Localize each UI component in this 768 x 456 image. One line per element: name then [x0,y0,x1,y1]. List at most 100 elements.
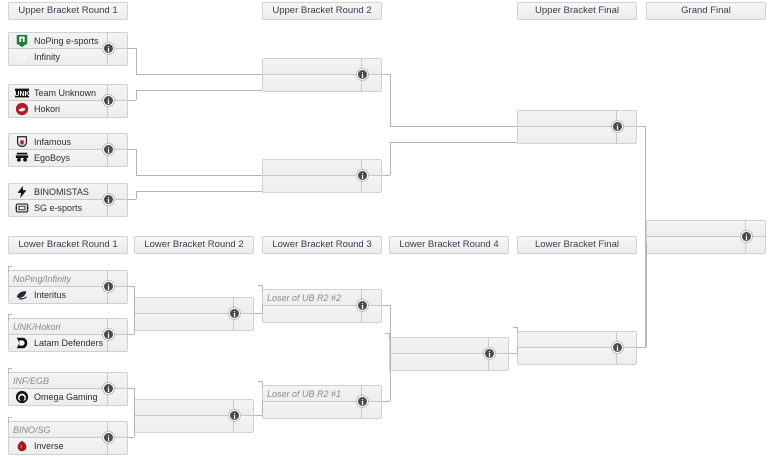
score-cell [488,338,508,353]
match-row-bottom[interactable]: Infinity [9,49,127,65]
match-row-top[interactable]: INF/EGB [9,373,127,389]
match-row-bottom[interactable] [647,237,765,253]
match-row-top[interactable] [390,338,508,354]
match-info-icon[interactable]: i [229,308,240,319]
match-info-icon[interactable]: i [484,348,495,359]
match-info-icon[interactable]: i [612,342,623,353]
connector-line [517,347,518,353]
match-row-top[interactable] [647,221,765,237]
match-row-top[interactable]: Loser of UB R2 #2 [263,290,381,306]
opponent-name: Infamous [34,136,72,147]
match-info-icon[interactable]: i [357,396,368,407]
score-cell [745,221,765,236]
opponent-slot [263,160,361,175]
opponent-slot: UNK/Hokori [9,319,107,334]
score-cell [107,422,127,437]
match-box-lbr3-m1[interactable]: Loser of UB R2 #2 [262,289,382,323]
match-row-bottom[interactable]: Latam Defenders [9,335,127,351]
match-row-bottom[interactable] [518,348,636,364]
match-info-icon[interactable]: i [103,432,114,443]
connector-line [390,126,517,127]
opponent-name: SG e-sports [34,203,83,213]
match-info-icon[interactable]: i [103,329,114,340]
opponent-slot [390,354,488,370]
score-cell [107,319,127,334]
score-cell [107,184,127,199]
match-info-icon[interactable]: i [103,194,114,205]
connector-line [136,191,262,192]
connector-line [8,368,9,374]
score-cell [233,298,253,313]
opponent-placeholder-label: Loser of UB R2 #1 [267,388,342,399]
connector-line [134,286,135,313]
match-box-gf-m1[interactable] [646,220,766,254]
match-box-lbr3-m2[interactable]: Loser of UB R2 #1 [262,385,382,419]
connector-line [136,90,137,100]
opponent-placeholder-label: BINO/SG [13,424,51,435]
connector-line [645,126,646,236]
match-info-icon[interactable]: i [357,170,368,181]
round-header-ub-r2: Upper Bracket Round 2 [262,2,382,20]
interitus-logo [13,288,31,302]
match-info-icon[interactable]: i [741,231,752,242]
match-info-icon[interactable]: i [229,410,240,421]
score-cell [107,49,127,65]
match-row-top[interactable]: UNK/Hokori [9,319,127,335]
match-row-top[interactable] [263,160,381,176]
match-row-bottom[interactable] [135,416,253,432]
round-header-ub-r1: Upper Bracket Round 1 [8,2,128,20]
match-row-top[interactable]: BINO/SG [9,422,127,438]
match-row-bottom[interactable] [518,127,636,143]
match-row-top[interactable]: NoPing e-sports [9,33,127,49]
match-row-top[interactable] [518,111,636,127]
match-row-bottom[interactable] [135,314,253,330]
match-row-bottom[interactable]: Omega Gaming [9,389,127,405]
connector-line [390,353,391,401]
match-info-icon[interactable]: i [103,144,114,155]
match-row-top[interactable]: NoPing/Infinity [9,271,127,287]
match-row-bottom[interactable]: EgoBoys [9,150,127,166]
match-row-top[interactable] [135,400,253,416]
match-row-bottom[interactable] [263,75,381,91]
match-box-lbr2-m2[interactable] [134,399,254,433]
connector-line [517,327,518,333]
connector-line [136,149,137,175]
match-box-ubf-m1[interactable] [517,110,637,144]
match-row-top[interactable]: Infamous [9,134,127,150]
opponent-slot [518,348,616,364]
match-info-icon[interactable]: i [357,69,368,80]
opponent-name: Inverse [34,441,64,451]
match-info-icon[interactable]: i [103,383,114,394]
match-row-top[interactable] [518,332,636,348]
match-info-icon[interactable]: i [103,95,114,106]
match-row-bottom[interactable] [263,402,381,418]
match-row-bottom[interactable] [263,306,381,322]
match-row-bottom[interactable]: Hokori [9,101,127,117]
match-row-top[interactable] [135,298,253,314]
connector-line [128,286,134,287]
opponent-slot [518,127,616,143]
connector-line [385,333,389,334]
connector-line [389,333,390,339]
score-cell [107,134,127,149]
match-row-bottom[interactable] [263,176,381,192]
match-row-bottom[interactable]: SG e-sports [9,200,127,216]
match-row-top[interactable]: Loser of UB R2 #1 [263,386,381,402]
match-row-top[interactable]: BINOMISTAS [9,184,127,200]
match-row-bottom[interactable]: Inverse [9,438,127,454]
connector-line [390,74,391,126]
match-info-icon[interactable]: i [103,281,114,292]
connector-line [128,334,134,335]
match-info-icon[interactable]: i [612,121,623,132]
opponent-slot [263,75,361,91]
match-info-icon[interactable]: i [357,300,368,311]
match-row-bottom[interactable]: Interitus [9,287,127,303]
match-info-icon[interactable]: i [103,43,114,54]
match-row-top[interactable] [263,59,381,75]
opponent-slot [647,221,745,236]
match-row-bottom[interactable] [390,354,508,370]
logo-placeholder [651,222,669,236]
